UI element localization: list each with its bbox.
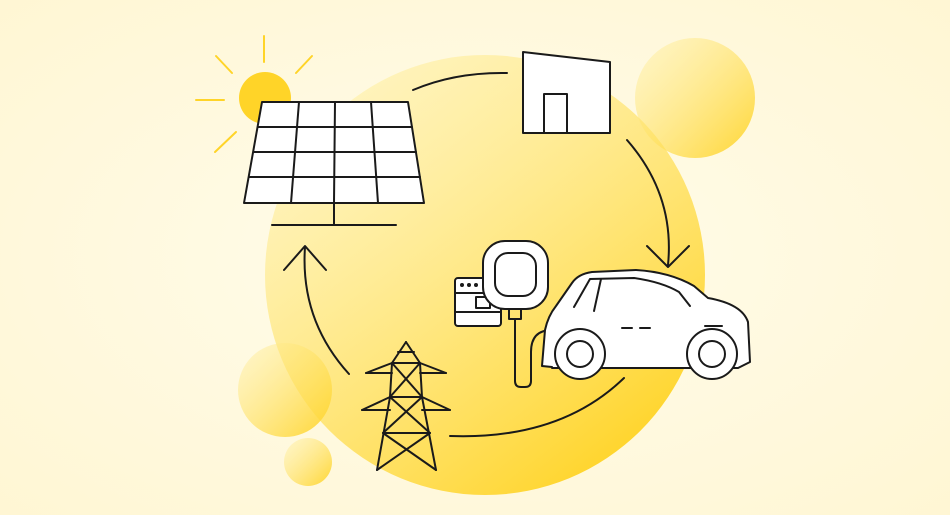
bubble-bottom-left xyxy=(238,343,332,437)
flow-arrow-house-car xyxy=(626,139,690,268)
electric-car-icon xyxy=(541,269,751,380)
flow-arrow-car-grid xyxy=(449,377,625,438)
power-pylon-icon xyxy=(361,341,451,471)
bubble-top-right xyxy=(635,38,755,158)
bubble-small xyxy=(284,438,332,486)
flow-arrow-solar-house xyxy=(412,71,508,91)
house-icon xyxy=(522,51,611,134)
solar-panel-icon xyxy=(243,101,425,226)
flow-arrow-grid-solar xyxy=(283,245,350,375)
ev-charger-icon xyxy=(482,240,553,388)
